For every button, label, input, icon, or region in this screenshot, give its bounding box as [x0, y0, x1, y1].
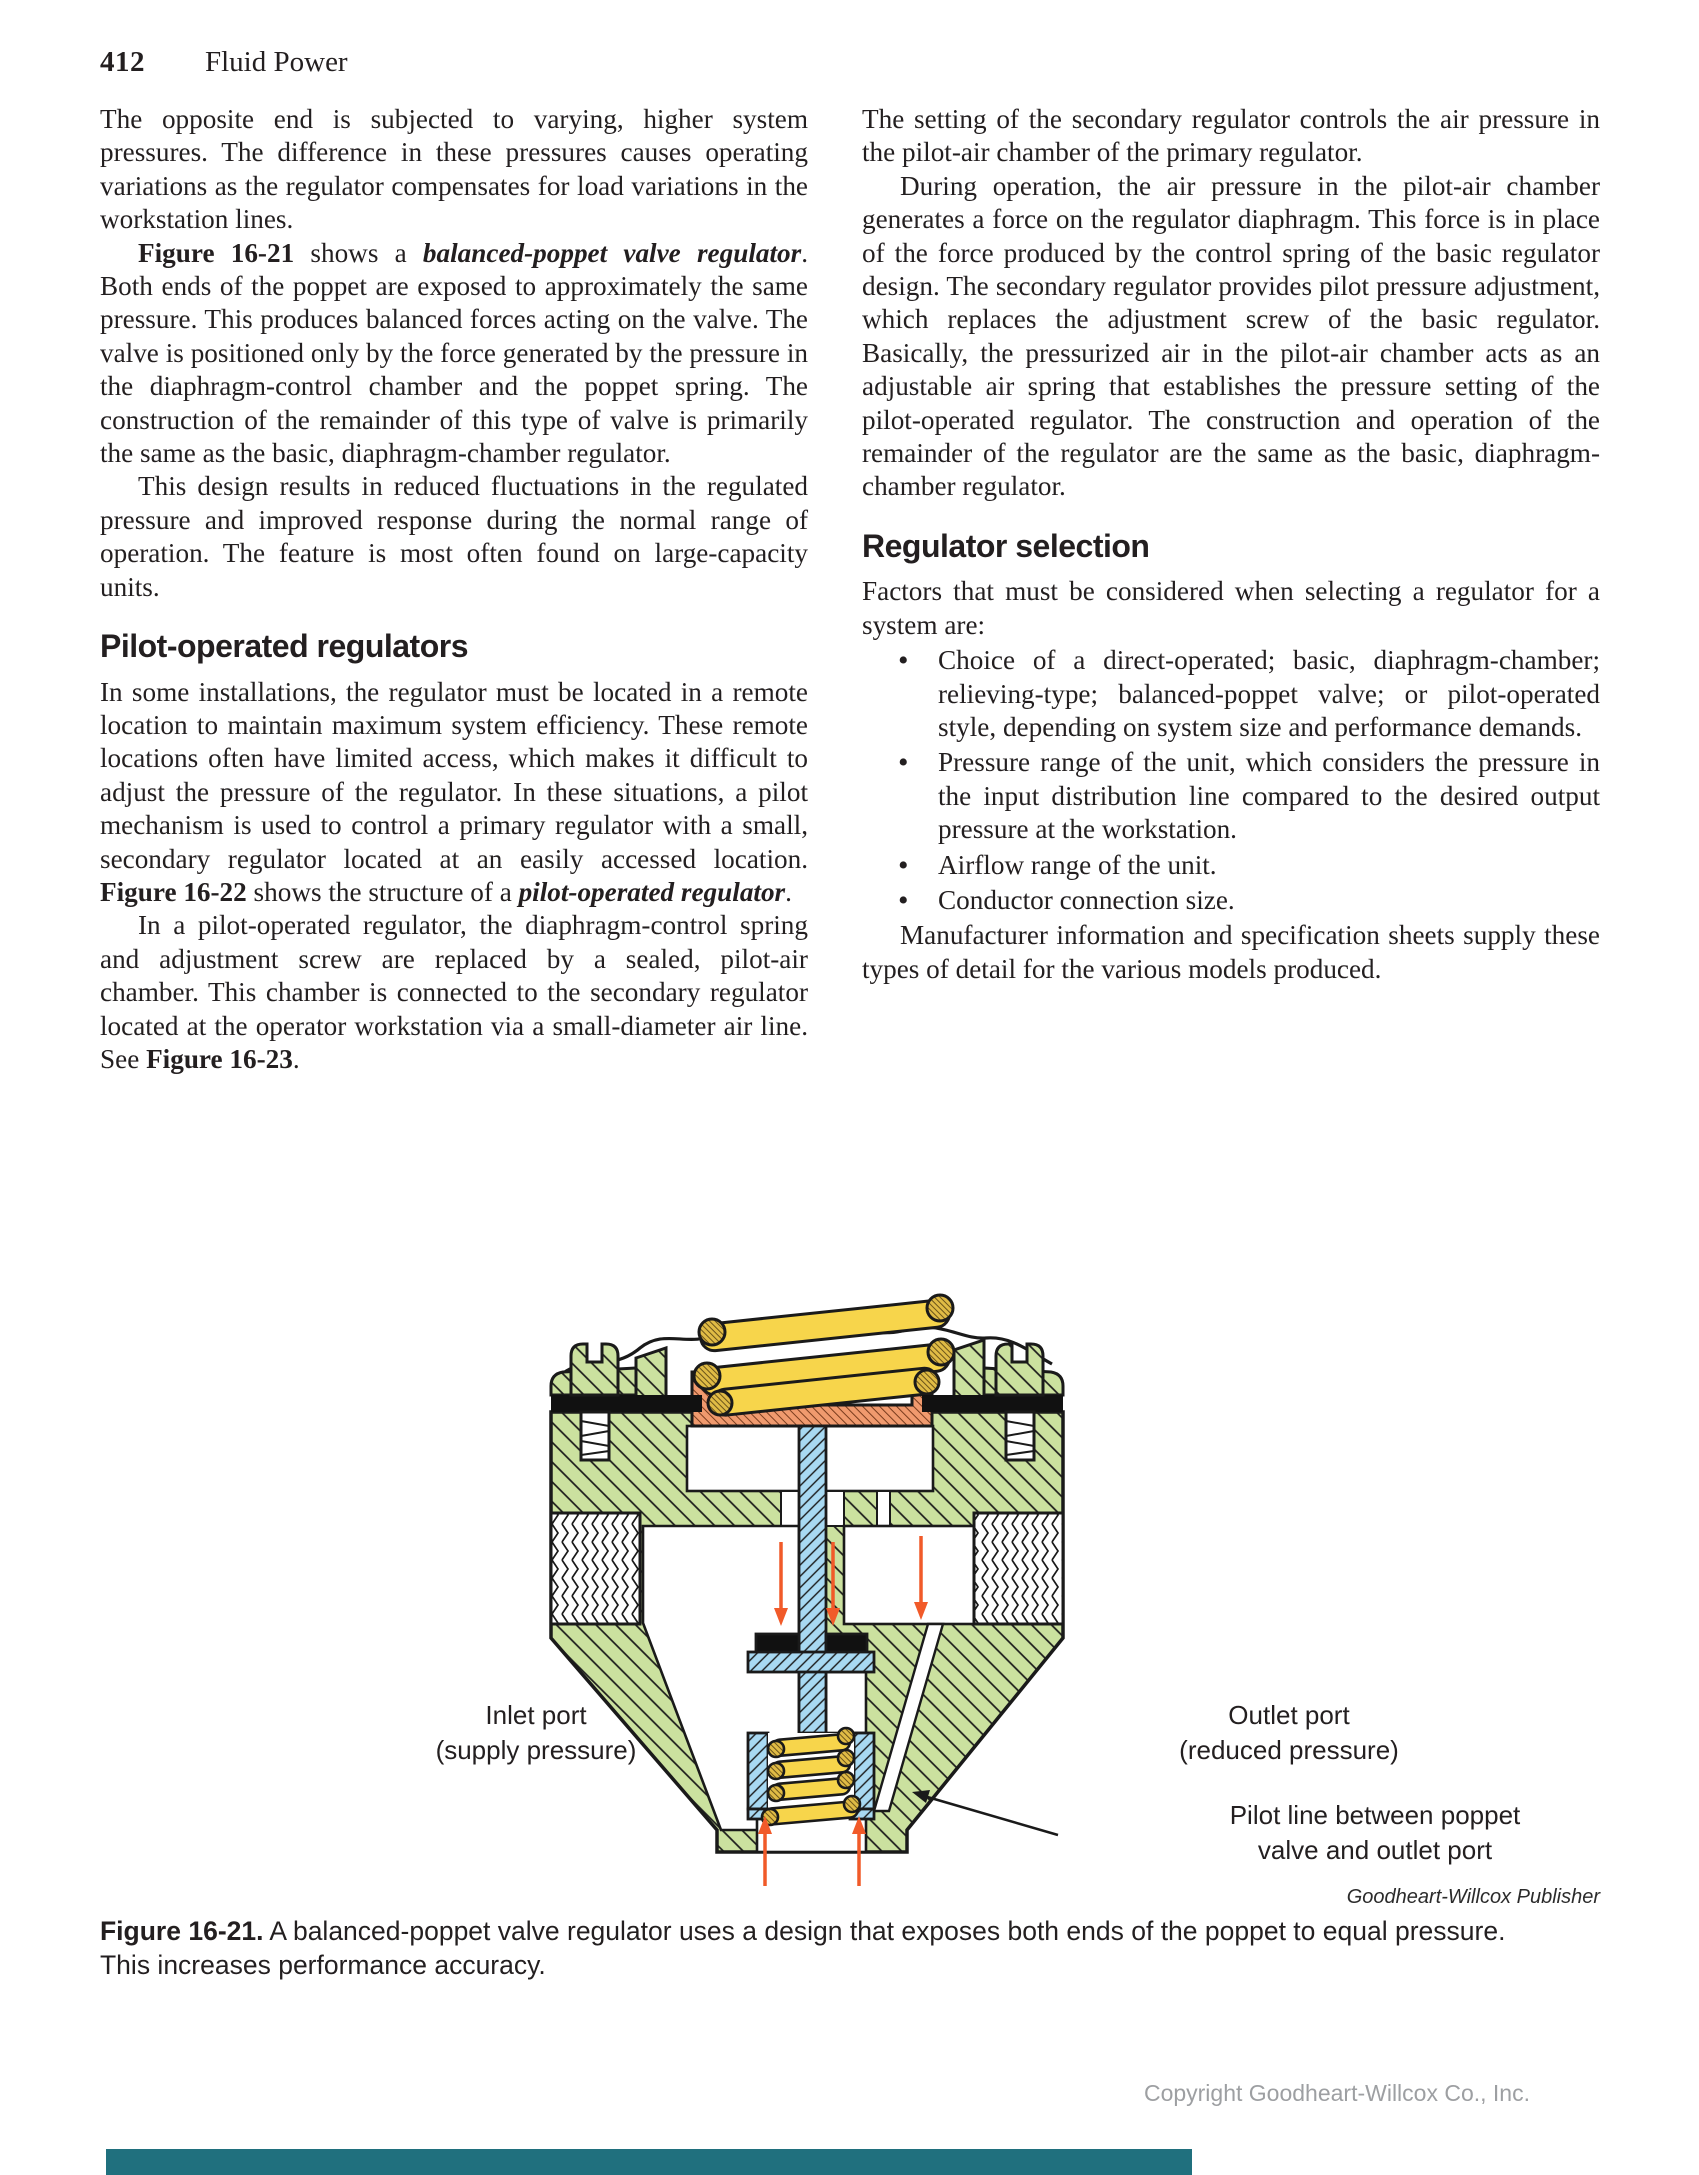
poppet-seal: [824, 1632, 869, 1654]
copyright-notice: Copyright Goodheart-Willcox Co., Inc.: [1143, 2080, 1530, 2106]
paragraph: The setting of the secondary regulator c…: [862, 104, 1600, 168]
paragraph: The opposite end is subjected to varying…: [100, 104, 808, 235]
clamp-screws: [569, 1342, 1045, 1462]
figure-16-21: Inlet port (supply pressure) Outlet port…: [100, 1290, 1600, 1940]
poppet-seal: [754, 1632, 801, 1654]
control-spring: [692, 1293, 956, 1417]
diaphragm: [551, 1395, 1063, 1412]
section-heading-pilot-operated-regulators: Pilot-operated regulators: [100, 628, 469, 665]
running-head: 412 Fluid Power: [100, 46, 1600, 79]
screw-threads: [580, 1420, 610, 1456]
poppet-spring: [760, 1726, 862, 1827]
poppet-disc: [746, 1650, 876, 1674]
outlet-port-label: Outlet port (reduced pressure): [1179, 1700, 1399, 1765]
list-item: Choice of a direct-operated; basic, diap…: [862, 644, 1600, 744]
paragraph: This design results in reduced fluctuati…: [100, 471, 808, 602]
figure-caption: Figure 16-21. A balanced-poppet valve re…: [100, 1916, 1506, 1980]
paragraph: Figure 16-21 shows a balanced-poppet val…: [100, 237, 808, 469]
pilot-line-channel: [872, 1622, 945, 1813]
bullet-list: Choice of a direct-operated; basic, diap…: [862, 644, 1600, 918]
screw-threads: [1005, 1420, 1035, 1456]
pilot-leader-line: [912, 1790, 1059, 1837]
screw-head: [994, 1342, 1045, 1397]
list-item: Conductor connection size.: [862, 884, 1600, 918]
inlet-port-label: Inlet port (supply pressure): [435, 1700, 637, 1765]
paragraph: In some installations, the regulator mus…: [100, 676, 808, 907]
page-footer-bar: [106, 2149, 1192, 2175]
inlet-port-threads: [549, 1511, 642, 1626]
screw-head: [569, 1342, 620, 1397]
running-title: Fluid Power: [205, 46, 348, 78]
poppet-stem: [797, 1424, 828, 1735]
figure-credit: Goodheart-Willcox Publisher: [1346, 1886, 1600, 1908]
paragraph: Factors that must be considered when sel…: [862, 576, 1600, 640]
threaded-ports: [549, 1511, 1065, 1626]
right-column: The setting of the secondary regulator c…: [862, 103, 1600, 986]
list-item: Pressure range of the unit, which consid…: [862, 746, 1600, 846]
page-number: 412: [100, 46, 145, 78]
outlet-port-threads: [972, 1511, 1065, 1626]
regulator-cross-section-diagram: [549, 1293, 1065, 1886]
section-heading-regulator-selection: Regulator selection: [862, 527, 1150, 564]
list-item: Airflow range of the unit.: [862, 849, 1600, 883]
flow-arrows: [758, 1536, 928, 1886]
outlet-chamber: [842, 1524, 976, 1626]
paragraph: During operation, the air pressure in th…: [862, 170, 1600, 502]
paragraph: Manufacturer information and specificati…: [862, 920, 1600, 984]
left-column: The opposite end is subjected to varying…: [100, 103, 808, 1076]
paragraph: In a pilot-operated regulator, the diaph…: [100, 910, 808, 1074]
pilot-line-label: Pilot line between poppet valve and outl…: [1229, 1800, 1521, 1865]
